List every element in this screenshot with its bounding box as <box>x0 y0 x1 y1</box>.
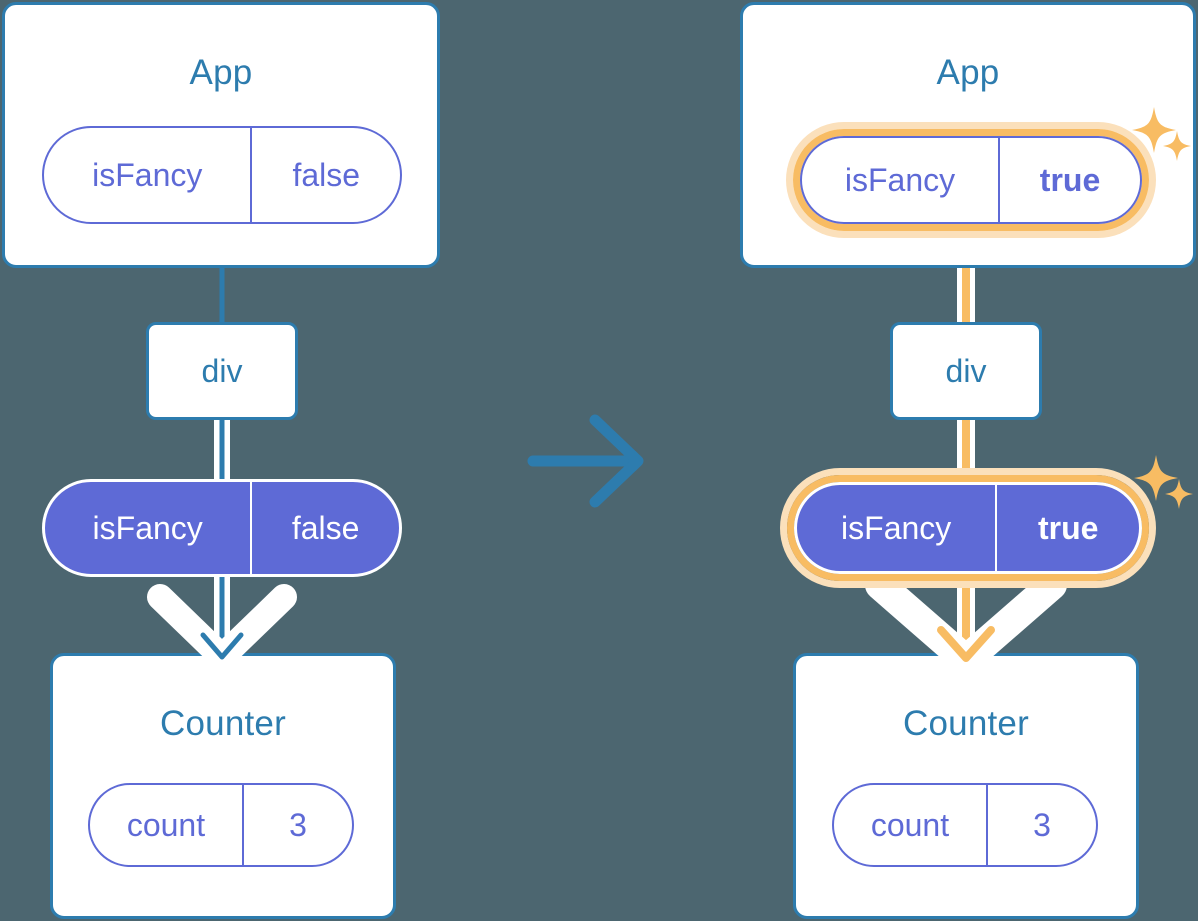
dom-node-label-after: div <box>945 352 987 389</box>
count-value-after: 3 <box>985 785 1096 865</box>
state-value-before: false <box>250 128 400 222</box>
counter-state-pill-after[interactable]: count 3 <box>832 783 1098 867</box>
count-value-before: 3 <box>241 785 352 865</box>
dom-node-div-before: div <box>146 322 298 420</box>
prop-key-before: isFancy <box>92 509 203 546</box>
count-key-after: count <box>870 806 950 843</box>
state-key-after: isFancy <box>844 161 956 198</box>
prop-value-after: true <box>995 485 1139 571</box>
prop-key-after: isFancy <box>841 509 952 546</box>
count-key-before: count <box>126 806 206 843</box>
app-state-pill-before[interactable]: isFancy false <box>42 126 402 224</box>
app-state-pill-after[interactable]: isFancy true <box>800 136 1142 224</box>
prop-pill-after[interactable]: isFancy true <box>794 482 1142 574</box>
app-card-title-after: App <box>936 53 1000 92</box>
prop-pill-before[interactable]: isFancy false <box>42 479 402 577</box>
counter-card-title-before: Counter <box>160 704 286 743</box>
app-card-title-before: App <box>189 53 253 92</box>
sparkle-icon-app-after <box>1132 107 1191 161</box>
sparkle-icon-prop-after <box>1134 455 1193 509</box>
dom-node-div-after: div <box>890 322 1042 420</box>
transition-right-arrow-icon <box>527 414 644 508</box>
counter-state-pill-before[interactable]: count 3 <box>88 783 354 867</box>
prop-value-before: false <box>250 482 399 574</box>
state-value-after: true <box>998 138 1140 222</box>
state-key-before: isFancy <box>92 156 203 193</box>
arrow-head-before <box>200 632 244 660</box>
counter-card-title-after: Counter <box>903 704 1029 743</box>
arrow-head-after <box>937 626 995 662</box>
dom-node-label-before: div <box>201 352 243 389</box>
